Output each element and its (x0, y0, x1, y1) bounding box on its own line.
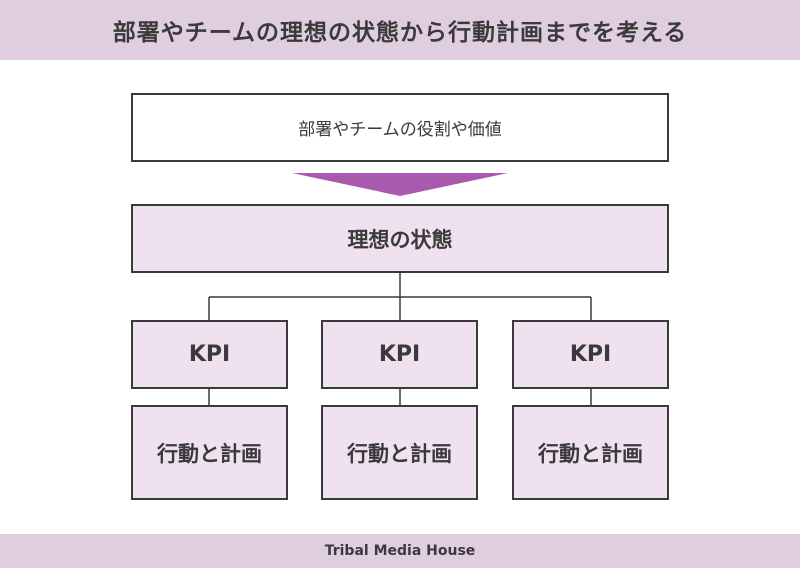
kpi-box: KPI (321, 320, 478, 389)
footer-bar: Tribal Media House (0, 534, 800, 568)
action-plan-label: 行動と計画 (347, 441, 452, 466)
role-value-box: 部署やチームの役割や価値 (131, 93, 669, 162)
ideal-state-label: 理想の状態 (347, 227, 453, 252)
role-value-label: 部署やチームの役割や価値 (298, 120, 502, 140)
action-plan-box: 行動と計画 (321, 405, 478, 500)
page-title: 部署やチームの理想の状態から行動計画までを考える (112, 20, 688, 46)
action-plan-label: 行動と計画 (157, 441, 262, 466)
kpi-label: KPI (378, 342, 421, 367)
action-plan-box: 行動と計画 (131, 405, 288, 500)
kpi-box: KPI (512, 320, 669, 389)
ideal-state-box: 理想の状態 (131, 204, 669, 273)
action-plan-label: 行動と計画 (538, 441, 643, 466)
kpi-label: KPI (188, 342, 231, 367)
brand-name: Tribal Media House (324, 543, 476, 559)
kpi-box: KPI (131, 320, 288, 389)
header-bar: 部署やチームの理想の状態から行動計画までを考える (0, 0, 800, 60)
action-plan-box: 行動と計画 (512, 405, 669, 500)
kpi-label: KPI (569, 342, 612, 367)
